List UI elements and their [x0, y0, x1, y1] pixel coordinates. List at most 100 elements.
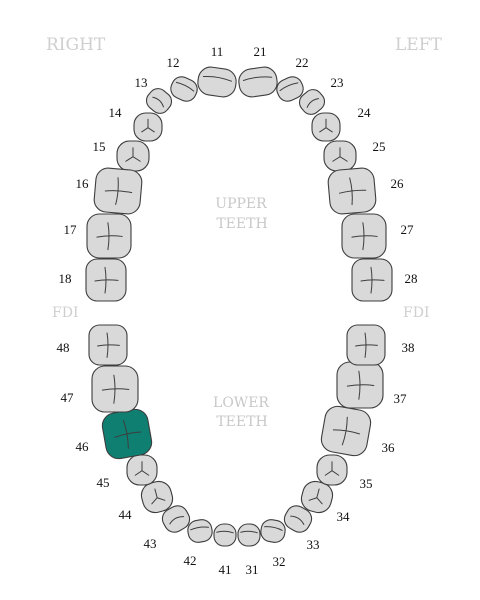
tooth-38-fissure: [355, 332, 378, 358]
tooth-number-33: 33: [307, 537, 320, 552]
tooth-24[interactable]: [311, 112, 341, 142]
tooth-number-35: 35: [360, 476, 373, 491]
tooth-16[interactable]: [93, 167, 143, 215]
tooth-11[interactable]: [196, 65, 238, 98]
tooth-47[interactable]: [91, 365, 139, 413]
tooth-44[interactable]: [139, 479, 176, 516]
left-side-label: LEFT: [395, 35, 442, 55]
tooth-41[interactable]: [213, 523, 237, 547]
tooth-17-fissure: [96, 222, 123, 251]
tooth-18-fissure: [94, 266, 119, 294]
tooth-31[interactable]: [237, 523, 261, 547]
tooth-41-crown[interactable]: [213, 523, 237, 547]
tooth-21[interactable]: [237, 65, 279, 98]
tooth-32-crown[interactable]: [259, 518, 286, 544]
tooth-25-fissure: [332, 147, 348, 162]
tooth-28[interactable]: [351, 258, 393, 302]
tooth-28-fissure: [360, 266, 385, 294]
tooth-14[interactable]: [133, 112, 163, 142]
tooth-47-fissure: [101, 374, 130, 404]
tooth-18[interactable]: [85, 258, 127, 302]
tooth-41-fissure: [216, 530, 234, 534]
tooth-23[interactable]: [296, 86, 329, 118]
tooth-number-22: 22: [296, 55, 309, 70]
tooth-38[interactable]: [346, 324, 386, 366]
tooth-34-fissure: [308, 488, 323, 505]
tooth-13-crown[interactable]: [143, 85, 176, 117]
tooth-14-fissure: [141, 118, 155, 133]
tooth-15[interactable]: [116, 140, 150, 172]
lower-teeth-label-line2: TEETH: [216, 414, 267, 430]
tooth-number-12: 12: [167, 55, 180, 70]
tooth-48-fissure: [97, 332, 120, 358]
tooth-number-28: 28: [405, 271, 418, 286]
tooth-32[interactable]: [259, 518, 286, 544]
tooth-number-17: 17: [64, 222, 78, 237]
upper-teeth-label-line2: TEETH: [216, 216, 267, 232]
tooth-33[interactable]: [281, 502, 316, 536]
tooth-23-crown[interactable]: [296, 86, 329, 118]
tooth-12-fissure: [175, 81, 195, 92]
tooth-17[interactable]: [86, 213, 132, 259]
tooth-36[interactable]: [319, 404, 372, 457]
tooth-37-fissure: [346, 370, 375, 400]
tooth-48[interactable]: [88, 324, 128, 366]
tooth-22-fissure: [279, 82, 299, 92]
tooth-36-fissure: [332, 416, 361, 446]
tooth-31-crown[interactable]: [237, 523, 261, 547]
tooth-35[interactable]: [316, 454, 348, 486]
tooth-number-24: 24: [358, 105, 372, 120]
tooth-number-25: 25: [373, 139, 386, 154]
tooth-number-31: 31: [246, 562, 259, 577]
tooth-45[interactable]: [126, 454, 158, 486]
tooth-number-43: 43: [144, 536, 157, 551]
tooth-44-fissure: [151, 488, 166, 505]
tooth-27[interactable]: [341, 213, 387, 259]
tooth-number-15: 15: [93, 139, 106, 154]
tooth-11-fissure: [202, 75, 233, 82]
tooth-number-32: 32: [273, 554, 286, 569]
fdi-label-left: FDI: [52, 305, 78, 321]
tooth-43-fissure: [169, 516, 185, 525]
tooth-43-crown[interactable]: [159, 502, 194, 536]
tooth-16-fissure: [104, 177, 133, 205]
tooth-23-fissure: [306, 98, 320, 108]
tooth-34[interactable]: [299, 479, 336, 516]
tooth-26[interactable]: [327, 167, 377, 215]
tooth-number-21: 21: [254, 44, 267, 59]
tooth-42[interactable]: [186, 518, 213, 544]
fdi-label-right: FDI: [403, 305, 429, 321]
tooth-32-fissure: [264, 526, 283, 531]
tooth-45-fissure: [134, 461, 150, 476]
tooth-11-crown[interactable]: [196, 65, 238, 98]
tooth-number-37: 37: [394, 391, 408, 406]
tooth-42-crown[interactable]: [186, 518, 213, 544]
tooth-number-47: 47: [61, 390, 75, 405]
tooth-13[interactable]: [143, 85, 176, 117]
tooth-number-18: 18: [59, 271, 72, 286]
tooth-21-fissure: [242, 76, 273, 82]
upper-teeth-label-line1: UPPER: [215, 196, 267, 212]
tooth-number-42: 42: [184, 553, 197, 568]
tooth-37[interactable]: [336, 361, 384, 409]
tooth-number-11: 11: [211, 44, 224, 59]
tooth-12[interactable]: [168, 74, 201, 105]
tooth-number-34: 34: [337, 509, 351, 524]
tooth-number-46: 46: [76, 439, 90, 454]
tooth-number-16: 16: [76, 176, 90, 191]
tooth-43[interactable]: [159, 502, 194, 536]
tooth-number-45: 45: [97, 475, 110, 490]
tooth-33-crown[interactable]: [281, 502, 316, 536]
teeth-group: 1112131415161718212223242526272831323334…: [57, 44, 418, 577]
tooth-number-13: 13: [135, 75, 148, 90]
tooth-27-fissure: [351, 222, 378, 251]
tooth-21-crown[interactable]: [237, 65, 279, 98]
tooth-22[interactable]: [274, 74, 307, 105]
tooth-26-fissure: [338, 177, 367, 206]
tooth-number-14: 14: [109, 105, 123, 120]
tooth-13-fissure: [152, 96, 164, 108]
tooth-12-crown[interactable]: [168, 74, 201, 105]
tooth-46[interactable]: [100, 407, 153, 460]
tooth-25[interactable]: [323, 140, 357, 172]
tooth-24-fissure: [319, 118, 333, 133]
